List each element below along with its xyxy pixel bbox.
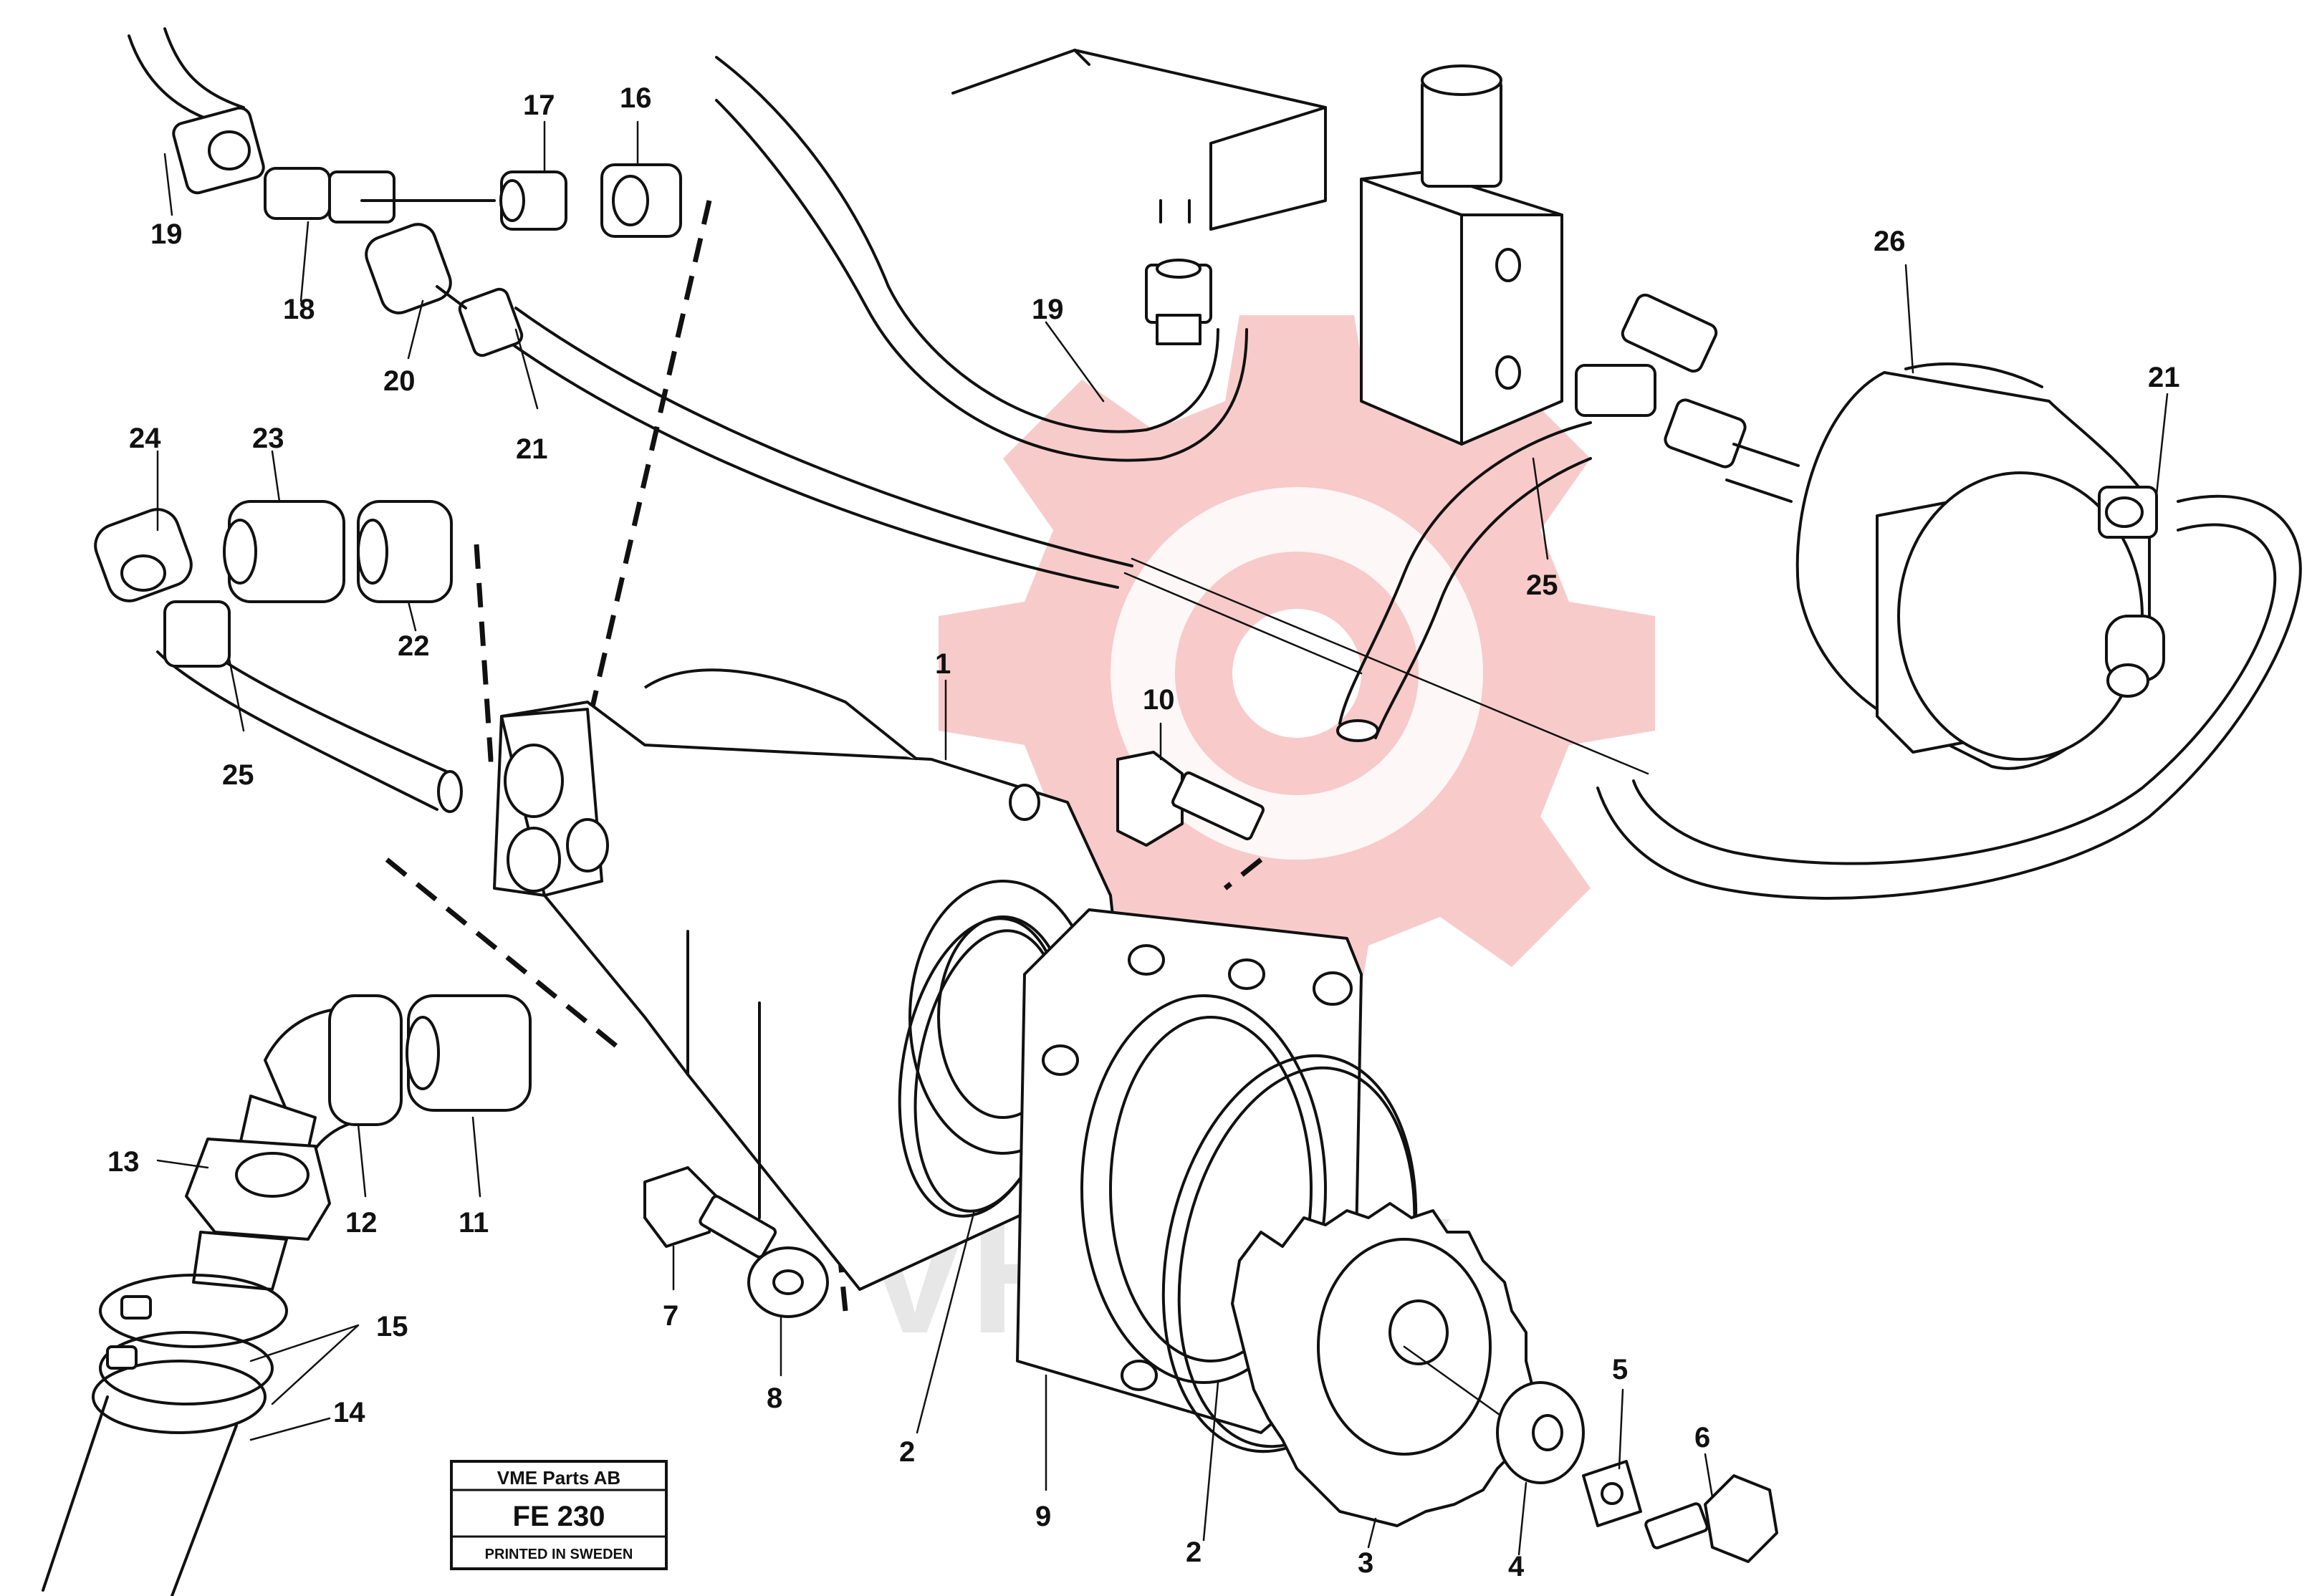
actuator-26 (1795, 362, 2165, 770)
bolt-10 (1116, 751, 1265, 847)
callout-14: 14 (333, 1397, 365, 1428)
callout-18: 18 (283, 294, 315, 325)
drawing-stamp: VME Parts AB FE 230 PRINTED IN SWEDEN (450, 1460, 668, 1570)
callout-21: 21 (516, 433, 548, 465)
callout-2: 2 (899, 1436, 915, 1468)
callout-17: 17 (523, 90, 555, 121)
hose-21-right (1596, 486, 2302, 900)
lock-plate-5 (1582, 1460, 1642, 1527)
leader-lines (156, 120, 2169, 1556)
callout-13: 13 (107, 1146, 140, 1178)
washer-8 (747, 1246, 829, 1318)
stamp-company: VME Parts AB (497, 1467, 620, 1489)
hose-25-right (1338, 421, 1592, 725)
callout-7: 7 (663, 1300, 678, 1332)
gear-3 (1231, 1202, 1535, 1527)
callout-15: 15 (376, 1311, 408, 1342)
callout-5: 5 (1612, 1354, 1628, 1385)
callout-6: 6 (1694, 1422, 1710, 1453)
hose-21 (458, 287, 1133, 589)
callout-19: 19 (150, 218, 183, 250)
fittings-11-13 (185, 994, 532, 1291)
valve-block (1360, 64, 1563, 446)
stamp-code: FE 230 (513, 1501, 605, 1532)
callout-12: 12 (345, 1207, 378, 1239)
callout-labels: 1 2 2 3 4 5 6 7 8 9 10 11 12 13 14 15 16… (107, 82, 2180, 1582)
hose-clamps-15 (92, 1274, 288, 1434)
washer-4 (1496, 1381, 1585, 1484)
callout-20: 20 (383, 365, 416, 397)
callout-4: 4 (1508, 1551, 1525, 1582)
hose-14 (42, 1395, 238, 1596)
callout-16: 16 (620, 82, 652, 114)
bolt-6 (1644, 1474, 1778, 1563)
callout-22: 22 (398, 630, 430, 662)
callout-9: 9 (1035, 1501, 1051, 1532)
callout-10: 10 (1143, 684, 1175, 716)
callout-2: 2 (1186, 1537, 1202, 1568)
nut-19-fitting (1145, 259, 1212, 345)
callout-8: 8 (767, 1383, 782, 1414)
fittings-16-20 (172, 106, 682, 314)
callout-21: 21 (2148, 362, 2180, 393)
stamp-footer: PRINTED IN SWEDEN (485, 1547, 633, 1562)
mounting-bracket (951, 49, 1327, 231)
callout-3: 3 (1358, 1547, 1373, 1579)
tee-fitting (1575, 293, 1800, 503)
hose-19-top (128, 34, 216, 123)
callout-23: 23 (252, 423, 284, 454)
callout-19: 19 (1032, 294, 1064, 325)
bolt-7 (643, 1166, 777, 1259)
callout-1: 1 (935, 648, 951, 680)
callout-26: 26 (1874, 226, 1906, 257)
callout-11: 11 (459, 1207, 489, 1239)
callout-25: 25 (222, 759, 254, 791)
callout-24: 24 (129, 423, 161, 454)
callout-25: 25 (1526, 569, 1558, 601)
fittings-22-25 (94, 500, 463, 813)
watermark-gear-logo (939, 315, 1655, 1032)
